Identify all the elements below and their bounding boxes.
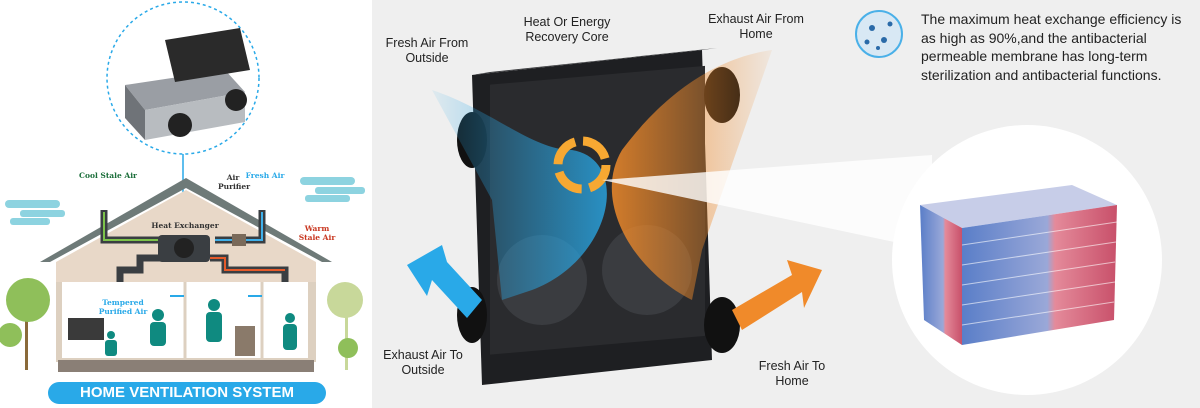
label-fresh-air: Fresh Air [245, 171, 285, 180]
erv-unit-icon [125, 28, 250, 140]
fresh-to-home-arrow [732, 260, 822, 330]
air-purifier-icon [232, 234, 246, 246]
label-tempered-purified-air: Tempered Purified Air [98, 298, 148, 316]
recovery-cycle-icon [553, 136, 611, 194]
label-cool-stale-air: Cool Stale Air [78, 171, 138, 180]
erv-unit-diagram: Fresh Air From Outside Heat Or Energy Re… [372, 0, 1200, 408]
people-icons [105, 299, 297, 356]
label-fresh-air-to-home: Fresh Air To Home [758, 359, 826, 388]
feature-note: The maximum heat exchange efficiency is … [921, 11, 1182, 83]
label-exhaust-air-to-outside: Exhaust Air To Outside [383, 348, 463, 377]
tree-icon [327, 282, 363, 370]
label-fresh-air-from-outside: Fresh Air From Outside [385, 36, 469, 65]
erv-cutaway [407, 10, 1162, 395]
molecule-icon [855, 10, 903, 58]
exhaust-to-outside-arrow [407, 245, 482, 318]
house-drawing [0, 1, 365, 372]
label-warm-stale-air: Warm Stale Air [298, 224, 336, 242]
tree-icon [0, 278, 50, 370]
fresh-air-flow [432, 90, 607, 300]
cloud-icon [300, 177, 365, 202]
recovery-core-block [962, 205, 1117, 345]
home-ventilation-banner: HOME VENTILATION SYSTEM [48, 382, 326, 404]
label-heat-exchanger: Heat Exchanger [151, 221, 219, 230]
cloud-icon [5, 200, 65, 225]
label-air-purifier: Air Purifier [218, 173, 251, 191]
home-ventilation-illustration: Cool Stale Air Fresh Air Air Purifier He… [0, 0, 372, 408]
label-exhaust-air-from-home: Exhaust Air From Home [708, 12, 804, 41]
tv-icon [68, 318, 104, 340]
label-recovery-core: Heat Or Energy Recovery Core [523, 15, 611, 44]
